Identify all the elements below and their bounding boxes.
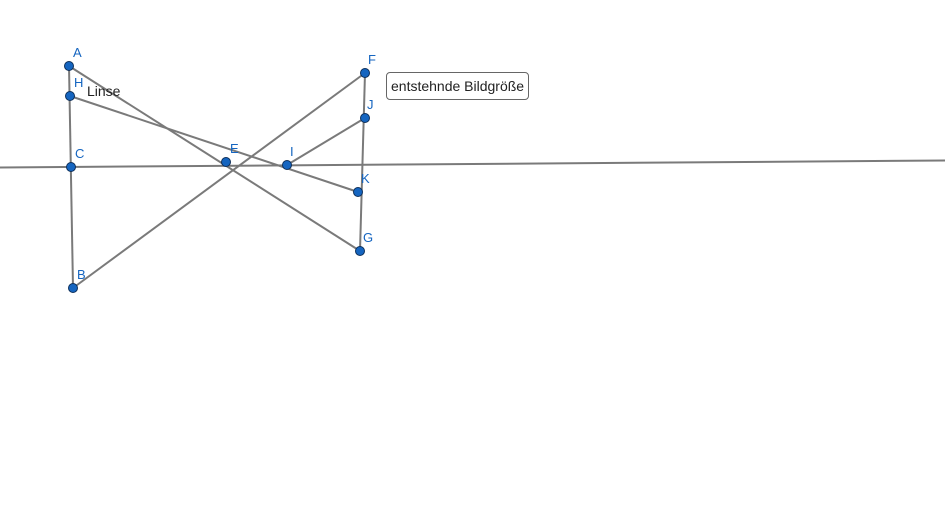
points-layer: AH C B E I F J K G [64,45,376,293]
point-a[interactable] [64,61,74,71]
point-f[interactable] [360,68,370,78]
point-label-k: K [361,171,370,186]
segments-layer [0,65,945,289]
point-label-f: F [368,52,376,67]
segment-f-g[interactable] [359,72,366,252]
point-h[interactable] [65,91,75,101]
point-j[interactable] [360,113,370,123]
point-label-i: I [290,144,294,159]
segment-a-g[interactable] [68,65,361,252]
segment-h-k[interactable] [69,95,359,193]
point-b[interactable] [68,283,78,293]
point-label-a: A [73,45,82,60]
point-label-j: J [367,97,374,112]
point-e[interactable] [221,157,231,167]
point-i[interactable] [282,160,292,170]
point-label-b: B [77,267,86,282]
point-label-e: E [230,141,239,156]
point-label-c: C [75,146,84,161]
point-c[interactable] [66,162,76,172]
result-textbox[interactable]: entstehnde Bildgröße [386,72,530,100]
segment-b-f[interactable] [72,72,366,289]
point-label-h: H [74,75,83,90]
point-g[interactable] [355,246,365,256]
linse-label[interactable]: Linse [87,83,121,99]
result-textbox-label: entstehnde Bildgröße [391,78,525,94]
optical-axis-line[interactable] [0,159,945,169]
segment-i-j[interactable] [286,117,366,166]
point-k[interactable] [353,187,363,197]
segment-a-b[interactable] [68,65,74,289]
point-label-g: G [363,230,373,245]
